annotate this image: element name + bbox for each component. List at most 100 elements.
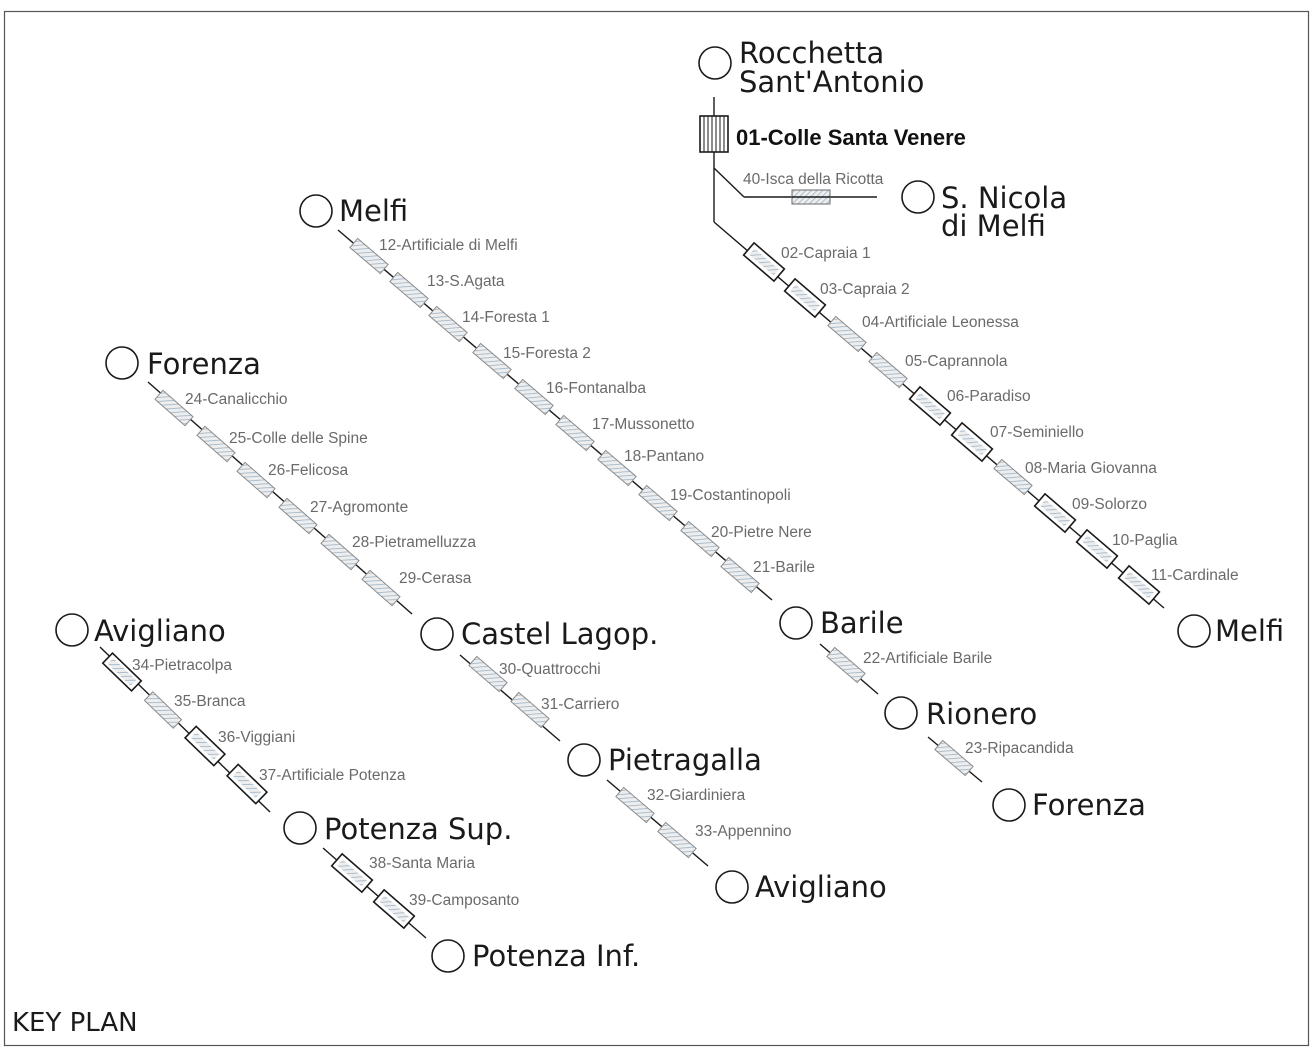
station-circles	[55, 46, 1211, 973]
structure-label-08: 08-Maria Giovanna	[1025, 460, 1157, 477]
structure-label-16: 16-Fontanalba	[546, 380, 646, 397]
bridge-35-symbol	[143, 691, 183, 729]
station-marker-rionero	[884, 696, 918, 730]
structure-label-38: 38-Santa Maria	[369, 855, 475, 872]
structure-label-09: 09-Solorzo	[1072, 496, 1147, 513]
structure-label-39: 39-Camposanto	[409, 892, 519, 909]
station-marker-barile	[779, 606, 813, 640]
structure-label-19: 19-Costantinopoli	[670, 487, 791, 504]
structure-label-06: 06-Paradiso	[947, 388, 1031, 405]
station-marker-forenza-west	[105, 346, 139, 380]
station-marker-san-nicola	[901, 180, 935, 214]
structure-label-12: 12-Artificiale di Melfi	[379, 237, 518, 254]
bridge-28-symbol	[320, 533, 360, 571]
bridge-40-symbol	[791, 189, 831, 205]
bridge-17-symbol	[555, 414, 595, 452]
station-name-potenza-inf: Potenza Inf.	[472, 939, 640, 973]
page-frame	[3, 10, 1310, 1047]
station-marker-melfi-north	[299, 194, 333, 228]
bridge-25-symbol	[196, 425, 236, 463]
structure-label-26: 26-Felicosa	[268, 462, 348, 479]
station-name-melfi-north: Melfi	[339, 194, 408, 228]
structure-label-22: 22-Artificiale Barile	[863, 650, 992, 667]
structure-label-36: 36-Viggiani	[218, 729, 295, 746]
tunnel-11-symbol	[1117, 564, 1161, 606]
station-marker-castel-lagop	[420, 617, 454, 651]
bridge-23-symbol	[934, 739, 974, 777]
structure-label-23: 23-Ripacandida	[965, 740, 1074, 757]
structure-label-40: 40-Isca della Ricotta	[743, 171, 884, 188]
station-name-castel-lagop: Castel Lagop.	[461, 617, 658, 651]
tunnel-01-symbol	[699, 115, 729, 153]
structure-label-28: 28-Pietramelluzza	[352, 534, 476, 551]
bridge-12-symbol	[349, 237, 389, 275]
bridge-29-symbol	[361, 569, 401, 607]
station-marker-pietragalla	[567, 743, 601, 777]
station-name-potenza-sup: Potenza Sup.	[324, 812, 512, 846]
structure-label-21: 21-Barile	[753, 559, 815, 576]
bridge-20-symbol	[680, 520, 720, 558]
structure-label-32: 32-Giardiniera	[647, 787, 746, 804]
structure-label-01: 01-Colle Santa Venere	[736, 125, 966, 150]
station-name-barile: Barile	[820, 606, 904, 640]
structure-label-11: 11-Cardinale	[1151, 567, 1239, 584]
tunnel-03-symbol	[783, 277, 827, 319]
structure-symbols	[101, 115, 1161, 930]
station-name-melfi-east: Melfi	[1215, 614, 1284, 648]
bridge-26-symbol	[236, 461, 276, 499]
station-marker-rocchetta	[698, 46, 732, 80]
structure-label-13: 13-S.Agata	[427, 273, 505, 290]
bridge-04-symbol	[827, 315, 867, 353]
bridge-15-symbol	[472, 342, 512, 380]
structure-label-07: 07-Seminiello	[990, 424, 1084, 441]
tunnel-10-symbol	[1075, 528, 1119, 570]
tunnel-07-symbol	[950, 421, 994, 463]
structure-label-04: 04-Artificiale Leonessa	[862, 314, 1019, 331]
structure-label-31: 31-Carriero	[541, 696, 619, 713]
bridge-27-symbol	[278, 497, 318, 535]
station-name-rionero: Rionero	[926, 697, 1037, 731]
structure-label-35: 35-Branca	[174, 693, 246, 710]
structure-label-33: 33-Appennino	[695, 823, 792, 840]
tunnel-09-symbol	[1033, 492, 1077, 534]
structure-label-34: 34-Pietracolpa	[132, 657, 232, 674]
station-name-avigliano-south: Avigliano	[755, 870, 887, 904]
station-names: Rocchetta Sant'Antonio S. Nicola di Melf…	[94, 36, 1284, 973]
structure-label-10: 10-Paglia	[1112, 532, 1178, 549]
bridge-31-symbol	[510, 691, 550, 729]
station-name-avigliano-west: Avigliano	[94, 614, 226, 648]
station-name-san-nicola-1: S. Nicola	[941, 181, 1067, 215]
station-name-san-nicola-2: di Melfi	[941, 209, 1046, 243]
bridge-32-symbol	[615, 786, 655, 824]
bridge-34-symbol	[101, 651, 143, 693]
structure-label-25: 25-Colle delle Spine	[229, 430, 368, 447]
bridge-19-symbol	[638, 484, 678, 522]
structure-label-29: 29-Cerasa	[399, 570, 472, 587]
bridge-24-symbol	[154, 389, 194, 427]
structure-label-14: 14-Foresta 1	[462, 309, 550, 326]
station-marker-avigliano-south	[715, 870, 749, 904]
structure-label-05: 05-Caprannola	[905, 353, 1008, 370]
structure-label-02: 02-Capraia 1	[781, 245, 871, 262]
station-name-rocchetta-2: Sant'Antonio	[739, 65, 924, 99]
bridge-33-symbol	[657, 821, 697, 859]
bridge-22-symbol	[826, 646, 866, 684]
station-marker-melfi-east	[1177, 614, 1211, 648]
station-marker-potenza-sup	[283, 811, 317, 845]
structure-label-20: 20-Pietre Nere	[711, 524, 812, 541]
station-marker-forenza-east	[992, 788, 1026, 822]
line-spur-san-nicola	[713, 167, 745, 198]
structure-label-03: 03-Capraia 2	[820, 281, 910, 298]
tunnel-37-symbol	[225, 763, 269, 805]
structure-label-24: 24-Canalicchio	[185, 391, 288, 408]
tunnel-38-symbol	[330, 852, 374, 894]
structure-label-15: 15-Foresta 2	[503, 345, 591, 362]
tunnel-06-symbol	[908, 385, 952, 427]
station-name-rocchetta-1: Rocchetta	[739, 36, 884, 70]
structure-label-18: 18-Pantano	[624, 448, 704, 465]
station-marker-avigliano-west	[55, 613, 89, 647]
station-name-forenza-east: Forenza	[1032, 788, 1146, 822]
bridge-30-symbol	[468, 655, 508, 693]
tunnel-02-symbol	[742, 241, 786, 283]
